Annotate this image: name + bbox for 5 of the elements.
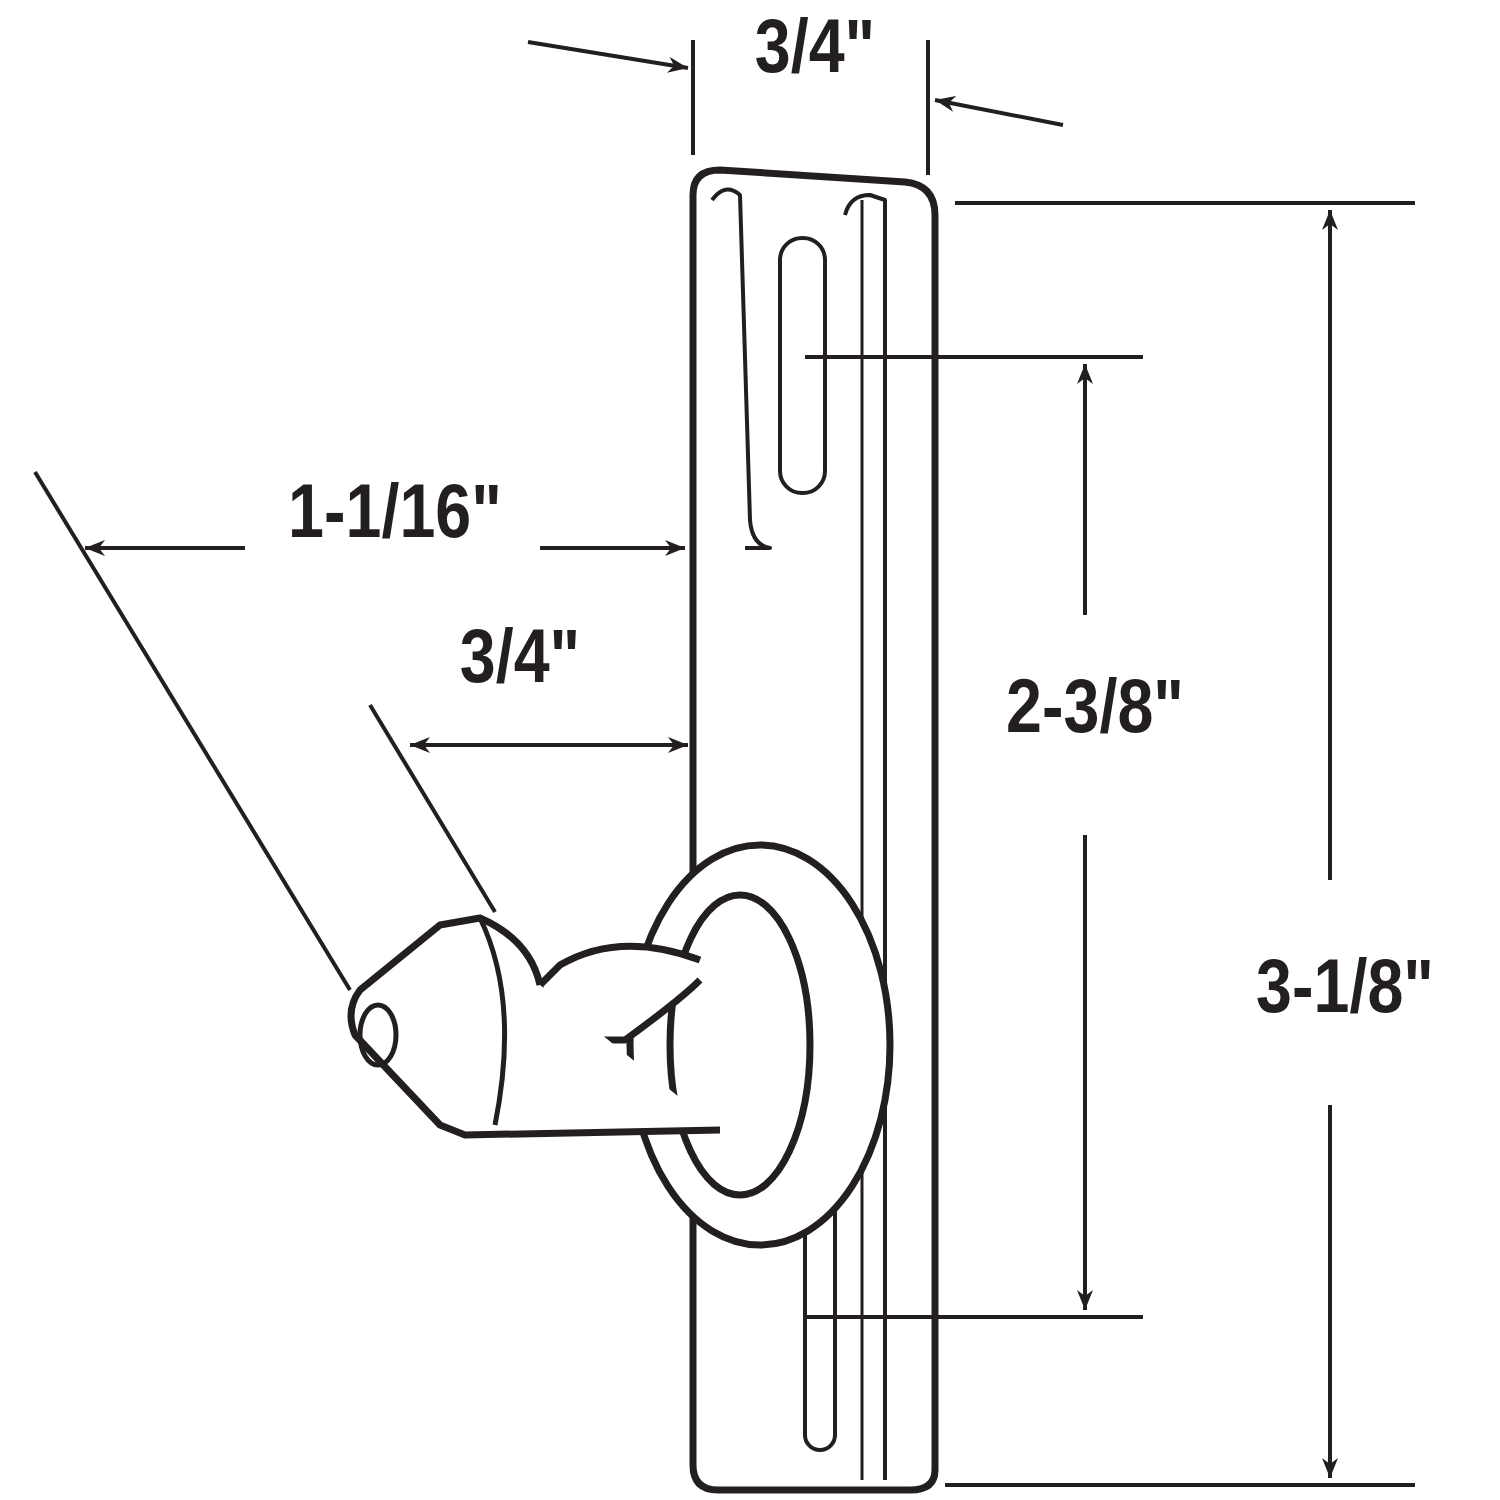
dimension-label: 1-1/16"	[288, 466, 502, 554]
dimension-label: 3/4"	[754, 1, 876, 89]
dimension-label: 3/4"	[459, 611, 581, 699]
dimension-label: 2-3/8"	[1006, 661, 1184, 749]
dimension-label: 3-1/8"	[1256, 941, 1434, 1029]
